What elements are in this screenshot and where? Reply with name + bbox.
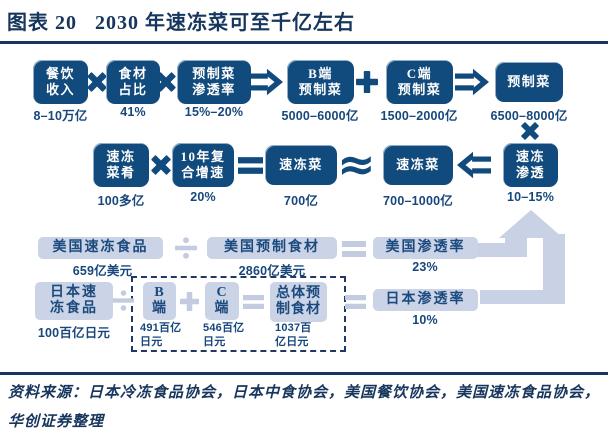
node-line: 收入 bbox=[45, 82, 75, 97]
value-line: 日元 bbox=[203, 336, 226, 349]
node-line: 食材 bbox=[118, 66, 148, 82]
node-japan-b2b: B 端 bbox=[143, 282, 176, 320]
figure-title: 图表 20 2030 年速冻菜可至千亿左右 bbox=[7, 12, 355, 34]
node-b2c-premade: C端 预制菜 bbox=[386, 60, 453, 104]
node-line: 10年复 bbox=[180, 149, 226, 165]
node-line: 冻食品 bbox=[50, 301, 98, 316]
equals-icon bbox=[345, 293, 366, 311]
value-japan-penetration-rate: 10% bbox=[412, 313, 438, 327]
node-japan-premade-total: 总体预 制食材 bbox=[270, 282, 327, 322]
node-line: 预制菜 bbox=[507, 74, 551, 90]
node-frozen-dishes: 速冻 菜肴 bbox=[93, 143, 149, 187]
node-premade-total: 预制菜 bbox=[495, 62, 563, 102]
value-line: 546百亿 bbox=[203, 322, 245, 334]
node-japan-frozen-food: 日本速 冻食品 bbox=[35, 282, 113, 320]
node-line: 渗透 bbox=[515, 165, 545, 180]
node-line: 预制菜 bbox=[192, 66, 236, 82]
node-line: 日本速 bbox=[50, 284, 98, 300]
value-b2b-premade: 5000–6000亿 bbox=[281, 109, 359, 123]
node-us-penetration-rate: 美国渗透率 bbox=[373, 237, 478, 259]
multiply-icon bbox=[86, 71, 108, 93]
node-line: 渗透率 bbox=[192, 82, 236, 97]
value-line: 1037百 bbox=[275, 322, 312, 334]
node-line: 餐饮 bbox=[45, 66, 75, 82]
penetration-benchmark-arrow-icon bbox=[473, 204, 569, 311]
node-us-premade-ingredient: 美国预制食材 bbox=[207, 237, 337, 259]
multiply-icon bbox=[155, 71, 177, 93]
node-line: B bbox=[154, 284, 165, 300]
node-line: 总体预 bbox=[276, 285, 321, 301]
equals-icon bbox=[243, 293, 264, 311]
node-line: C端 bbox=[406, 66, 433, 82]
divide-icon bbox=[113, 290, 134, 311]
node-b2b-premade: B端 预制菜 bbox=[287, 60, 354, 104]
japan-premade-dashed-group bbox=[131, 276, 346, 352]
value-line: 491百亿 bbox=[140, 322, 182, 334]
multiply-icon bbox=[520, 121, 540, 141]
value-restaurant-revenue: 8–10万亿 bbox=[33, 109, 88, 123]
node-us-frozen-food: 美国速冻食品 bbox=[38, 237, 163, 259]
value-b2c-premade: 1500–2000亿 bbox=[380, 109, 458, 123]
node-line: 速冻 bbox=[515, 149, 545, 165]
node-line: 美国渗透率 bbox=[385, 239, 466, 255]
node-line: 制食材 bbox=[276, 302, 321, 317]
node-premade-penetration: 预制菜 渗透率 bbox=[177, 60, 251, 104]
plus-icon bbox=[356, 71, 378, 93]
value-japan-b2c: 546百亿 日元 bbox=[203, 321, 253, 350]
arrow-right-icon bbox=[249, 68, 283, 96]
node-line: 美国预制食材 bbox=[224, 239, 320, 255]
approx-icon: ≈ bbox=[337, 137, 376, 191]
node-line: C bbox=[216, 284, 228, 300]
node-line: 预制菜 bbox=[397, 82, 442, 97]
value-japan-b2b: 491百亿 日元 bbox=[140, 321, 190, 350]
equals-icon bbox=[342, 239, 366, 259]
value-cagr-10yr: 20% bbox=[190, 190, 216, 204]
plus-icon bbox=[180, 292, 199, 311]
node-line: 占比 bbox=[118, 82, 148, 97]
value-premade-total: 6500–8000亿 bbox=[490, 109, 568, 123]
node-line: B端 bbox=[308, 66, 333, 82]
node-line: 速冻菜 bbox=[279, 157, 323, 173]
node-line: 速冻 bbox=[106, 149, 136, 165]
node-line: 端 bbox=[152, 301, 167, 316]
node-frozen-penetration: 速冻 渗透 bbox=[503, 143, 558, 187]
source-divider bbox=[0, 372, 608, 375]
node-line: 预制菜 bbox=[298, 82, 343, 97]
value-us-frozen-food: 659亿美元 bbox=[72, 264, 133, 278]
node-line: 美国速冻食品 bbox=[52, 239, 149, 255]
node-line: 菜肴 bbox=[106, 165, 136, 180]
value-us-premade-ingredient: 2860亿美元 bbox=[238, 264, 306, 278]
value-us-penetration-rate: 23% bbox=[412, 260, 438, 274]
title-divider bbox=[0, 41, 608, 44]
value-frozen-dishes: 100多亿 bbox=[97, 194, 145, 208]
node-cagr-10yr: 10年复 合增速 bbox=[172, 143, 234, 187]
value-japan-frozen-food: 100百亿日元 bbox=[37, 326, 111, 340]
arrow-right-icon bbox=[455, 68, 489, 96]
node-japan-b2c: C 端 bbox=[205, 282, 239, 320]
value-line: 日元 bbox=[140, 336, 163, 349]
divide-icon bbox=[175, 237, 197, 259]
node-japan-penetration-rate: 日本渗透率 bbox=[373, 289, 478, 311]
value-frozen-penetration: 10–15% bbox=[506, 190, 555, 204]
value-frozen-veg-calc: 700亿 bbox=[283, 194, 319, 208]
node-line: 合增速 bbox=[181, 165, 225, 180]
node-line: 日本渗透率 bbox=[385, 291, 466, 307]
node-restaurant-revenue: 餐饮 收入 bbox=[33, 60, 88, 104]
value-premade-penetration: 15%–20% bbox=[184, 105, 244, 119]
value-line: 亿日元 bbox=[275, 336, 309, 349]
multiply-icon bbox=[150, 154, 172, 176]
node-line: 速冻菜 bbox=[396, 157, 440, 173]
node-line: 端 bbox=[214, 301, 230, 316]
node-ingredient-share: 食材 占比 bbox=[106, 60, 160, 104]
value-ingredient-share: 41% bbox=[120, 105, 146, 119]
value-japan-premade-total: 1037百 亿日元 bbox=[275, 321, 330, 350]
source-note: 资料来源：日本冷冻食品协会，日本中食协会，美国餐饮协会，美国速冻食品协会，华创证… bbox=[8, 385, 601, 431]
node-frozen-veg-range: 速冻菜 bbox=[383, 145, 453, 185]
equals-icon bbox=[238, 155, 263, 176]
node-frozen-veg-calc: 速冻菜 bbox=[265, 145, 337, 185]
arrow-left-icon bbox=[457, 151, 491, 179]
value-frozen-veg-range: 700–1000亿 bbox=[383, 194, 453, 208]
